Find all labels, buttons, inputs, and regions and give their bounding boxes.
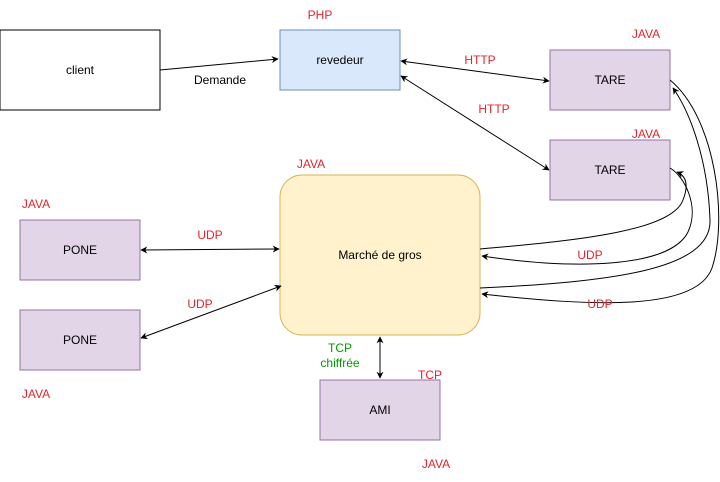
client-label: client xyxy=(66,63,95,77)
pone-label-2: PONE xyxy=(63,333,97,347)
marche-label: Marché de gros xyxy=(338,248,421,262)
edge-label-tcp-line1: TCP xyxy=(328,341,352,355)
edge-client-revendeur xyxy=(159,56,279,71)
edge-label-udp-tare-1: UDP xyxy=(587,297,612,311)
edge-label-tcp-line2: chiffrée xyxy=(320,356,359,370)
tech-label-ami: JAVA xyxy=(422,457,450,471)
revendeur-label: revedeur xyxy=(316,53,363,67)
edge-marche-tare-2-out xyxy=(479,171,687,250)
tare-label-2: TARE xyxy=(594,163,625,177)
edge-label-udp-tare-2: UDP xyxy=(577,248,602,262)
pone-label-1: PONE xyxy=(63,243,97,257)
edge-label-http-1: HTTP xyxy=(464,53,495,67)
tech-label-tare-2: JAVA xyxy=(632,127,660,141)
ami-label: AMI xyxy=(369,403,390,417)
client-node[interactable] xyxy=(0,29,161,111)
edge-marche-pone-1 xyxy=(140,245,280,254)
tech-label-pone-2: JAVA xyxy=(22,387,50,401)
tech-label-marche: JAVA xyxy=(297,157,325,171)
revendeur-node[interactable] xyxy=(279,29,401,91)
pone-node-2[interactable] xyxy=(19,309,141,371)
tare-node-2[interactable] xyxy=(549,139,671,201)
edge-label-http-2: HTTP xyxy=(478,102,509,116)
edge-revendeur-tare-2 xyxy=(400,75,550,171)
edge-marche-tare-1-in xyxy=(481,79,720,304)
edge-label-demande: Demande xyxy=(194,73,246,87)
tech-label-revendeur: PHP xyxy=(308,8,333,22)
edge-marche-tare-2-in xyxy=(481,167,693,265)
pone-node-1[interactable] xyxy=(19,219,141,281)
marche-node[interactable] xyxy=(279,174,481,336)
edge-marche-pone-2 xyxy=(140,284,282,340)
tech-label-ami-protocol: TCP xyxy=(418,368,442,382)
tech-label-pone-1: JAVA xyxy=(22,197,50,211)
ami-node[interactable] xyxy=(319,379,441,441)
tech-label-tare-1: JAVA xyxy=(632,27,660,41)
edge-label-udp-pone-1: UDP xyxy=(197,228,222,242)
edge-marche-tare-1-out xyxy=(479,87,711,289)
edge-label-udp-pone-2: UDP xyxy=(187,297,212,311)
tare-label-1: TARE xyxy=(594,73,625,87)
tare-node-1[interactable] xyxy=(549,49,671,111)
